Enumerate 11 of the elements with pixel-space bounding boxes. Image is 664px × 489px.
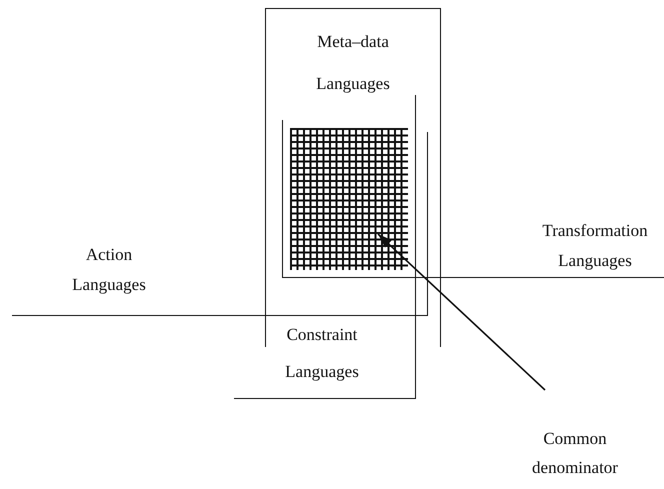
language-region [282,120,664,278]
leader-line [377,233,546,391]
language-region [265,8,441,347]
region-label: Meta–data Languages [315,31,391,95]
region-label: Constraint Languages [284,324,360,383]
hatched-square [290,128,408,270]
region-label: Action Languages [71,244,147,296]
region-label: Transformation Languages [541,220,649,272]
language-region [234,95,416,399]
callout-label: Common denominator [531,428,619,479]
language-region [12,132,428,316]
